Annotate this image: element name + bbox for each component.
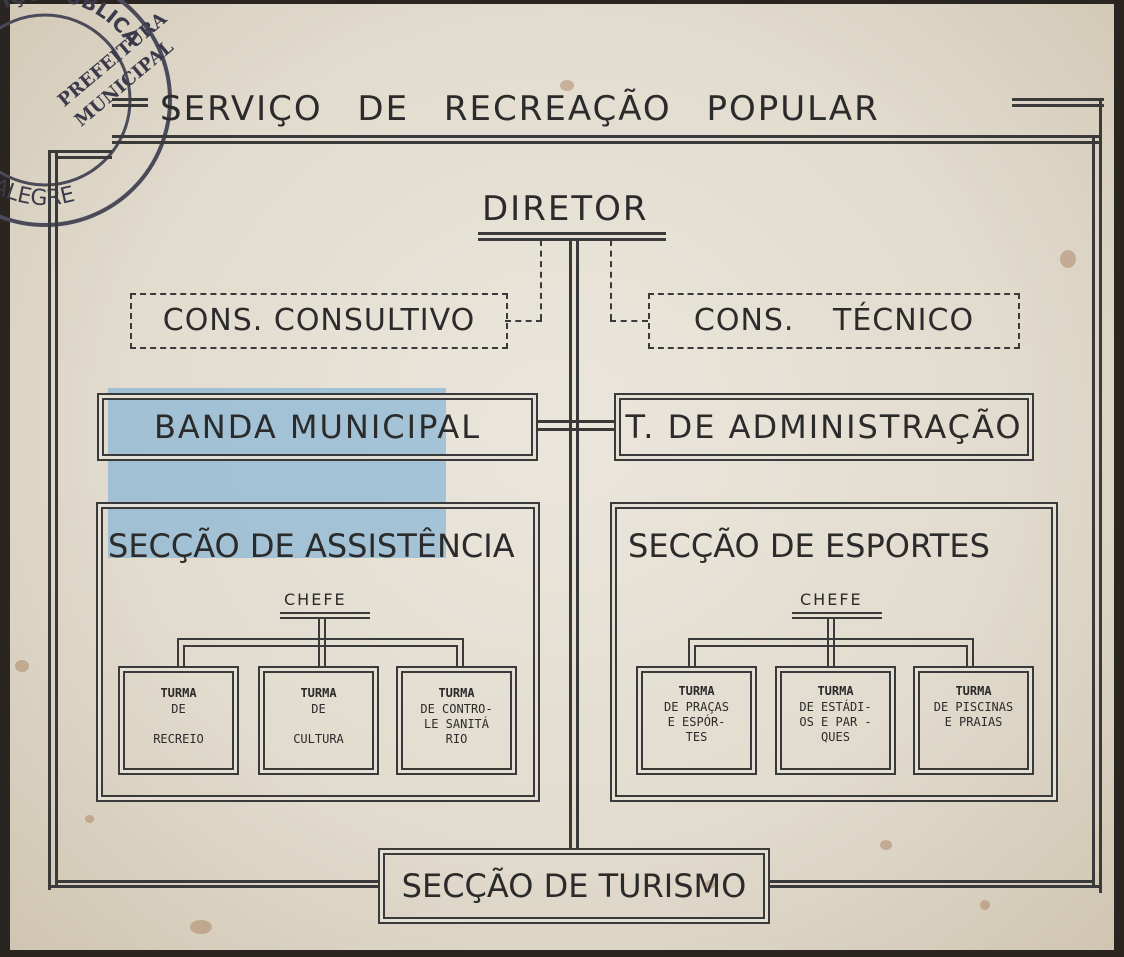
tree-line <box>694 645 696 668</box>
border-line <box>1099 98 1102 893</box>
dashed-connector <box>505 320 542 322</box>
turismo-label: SECÇÃO DE TURISMO <box>401 867 747 905</box>
turma-sanitario-box: TURMA DE CONTRO- LE SANITÁ RIO <box>396 666 517 775</box>
turma-name: TURMA <box>438 686 475 700</box>
banda-municipal-box: BANDA MUNICIPAL <box>97 393 538 461</box>
scan-edge-left <box>0 0 10 957</box>
tree-line <box>694 645 968 647</box>
scan-edge-bottom <box>0 950 1124 957</box>
esportes-section <box>610 502 1058 802</box>
border-line <box>55 880 378 883</box>
stain <box>560 80 574 91</box>
turma-desc: DE ESTÁDI- OS E PAR - QUES <box>799 700 872 744</box>
tree-line <box>966 645 968 668</box>
turma-desc: DE RECREIO <box>153 702 204 746</box>
tree-line <box>318 617 320 667</box>
seal-bottom-text: PORTO ALEGRE <box>0 120 77 211</box>
border-line <box>1092 138 1095 888</box>
blue-stain <box>108 388 446 558</box>
stain <box>15 660 29 672</box>
border-line <box>55 150 58 885</box>
municipal-seal: SÉRVIÇO PÚBLICA PREFEITURA MUNICIPAL POR… <box>0 0 178 227</box>
assistencia-title: SECÇÃO DE ASSISTÊNCIA <box>108 527 515 565</box>
assistencia-chefe: CHEFE <box>284 590 347 609</box>
tree-line <box>183 645 185 668</box>
esportes-title: SECÇÃO DE ESPORTES <box>628 527 990 565</box>
tree-line <box>456 645 458 668</box>
tree-line <box>324 617 326 667</box>
title-underline <box>112 135 1102 138</box>
stain <box>1060 250 1076 268</box>
connector-line <box>536 420 616 423</box>
cons-tecnico-label: CONS. TÉCNICO <box>693 303 975 338</box>
cons-tecnico-box: CONS. TÉCNICO <box>648 293 1020 349</box>
scan-edge-top <box>0 0 1124 4</box>
border-line <box>768 880 1095 883</box>
esportes-chefe: CHEFE <box>800 590 863 609</box>
dashed-connector <box>540 240 542 320</box>
border-line <box>55 156 112 159</box>
turma-name: TURMA <box>160 686 197 700</box>
turismo-box: SECÇÃO DE TURISMO <box>378 848 770 924</box>
tree-line <box>972 638 974 668</box>
connector-line <box>536 428 616 431</box>
turma-desc: DE CULTURA <box>293 702 344 746</box>
turma-name: TURMA <box>955 684 992 698</box>
spine-line <box>576 238 579 850</box>
spine-line <box>569 238 572 850</box>
cons-consultivo-label: CONS. CONSULTIVO <box>162 303 476 338</box>
turma-recreio-box: TURMA DE RECREIO <box>118 666 239 775</box>
cons-consultivo-box: CONS. CONSULTIVO <box>130 293 508 349</box>
director-underline <box>478 238 666 241</box>
administracao-label: T. DE ADMINISTRAÇÃO <box>625 408 1023 446</box>
scan-edge-right <box>1114 0 1124 957</box>
stain <box>85 815 94 823</box>
chefe-underline <box>792 612 882 614</box>
tree-line <box>183 645 458 647</box>
turma-estadios-box: TURMA DE ESTÁDI- OS E PAR - QUES <box>775 666 896 775</box>
page-title: SERVIÇO DE RECREAÇÃO POPULAR <box>160 89 880 129</box>
dashed-connector <box>610 240 612 320</box>
turma-cultura-box: TURMA DE CULTURA <box>258 666 379 775</box>
border-line <box>112 104 148 107</box>
tree-line <box>833 617 835 667</box>
tree-line <box>177 638 179 668</box>
stain <box>190 920 212 934</box>
tree-line <box>827 617 829 667</box>
tree-line <box>177 638 464 640</box>
turma-name: TURMA <box>817 684 854 698</box>
stain <box>705 880 715 889</box>
turma-pracas-box: TURMA DE PRAÇAS E ESPÓR- TES <box>636 666 757 775</box>
director-underline <box>478 232 666 235</box>
border-line <box>48 150 51 890</box>
border-line <box>112 98 148 101</box>
border-line <box>768 885 1102 888</box>
svg-text:PORTO ALEGRE: PORTO ALEGRE <box>0 120 77 211</box>
border-line <box>1012 98 1104 101</box>
stain <box>880 840 892 850</box>
tree-line <box>688 638 690 668</box>
border-line <box>48 150 112 153</box>
turma-desc: DE CONTRO- LE SANITÁ RIO <box>420 702 493 746</box>
administracao-box: T. DE ADMINISTRAÇÃO <box>614 393 1034 461</box>
turma-desc: DE PRAÇAS E ESPÓR- TES <box>663 700 730 744</box>
banda-municipal-label: BANDA MUNICIPAL <box>153 408 482 446</box>
chefe-underline <box>792 617 882 619</box>
assistencia-section <box>96 502 540 802</box>
dashed-connector <box>610 320 648 322</box>
turma-name: TURMA <box>678 684 715 698</box>
turma-piscinas-box: TURMA DE PISCINAS E PRAIAS <box>913 666 1034 775</box>
tree-line <box>688 638 974 640</box>
turma-desc: DE PISCINAS E PRAIAS <box>933 700 1014 729</box>
director-label: DIRETOR <box>482 189 649 229</box>
tree-line <box>462 638 464 668</box>
stain <box>980 900 990 910</box>
chefe-underline <box>280 612 370 614</box>
border-line <box>1012 104 1104 107</box>
title-underline <box>112 141 1102 144</box>
border-line <box>48 885 378 888</box>
turma-name: TURMA <box>300 686 337 700</box>
